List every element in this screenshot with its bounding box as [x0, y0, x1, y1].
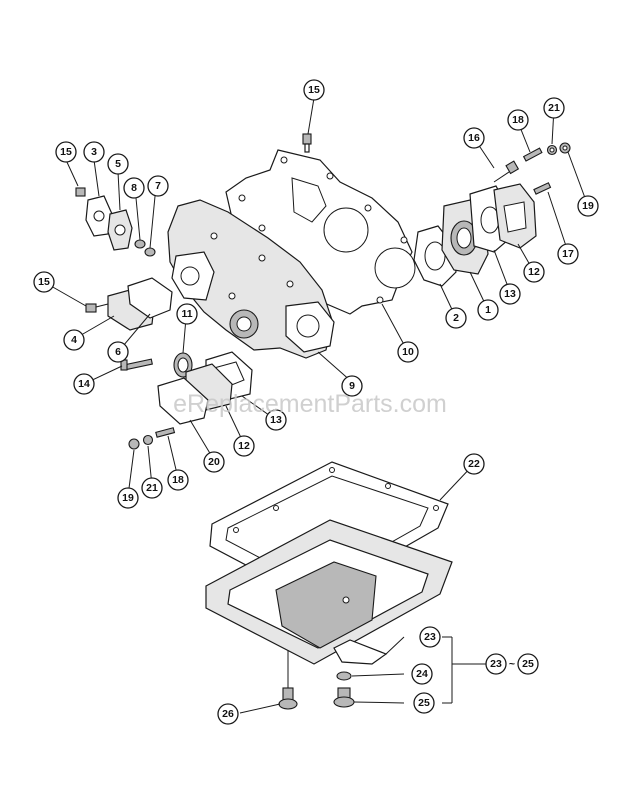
bolt-15-left — [85, 303, 109, 313]
callout-label: 7 — [155, 180, 161, 192]
callout-label: 25 — [522, 658, 534, 670]
callout-label: 15 — [38, 276, 50, 288]
washer-24 — [336, 671, 352, 681]
callout-12-left: 12 — [233, 435, 255, 457]
callout-label: 12 — [528, 266, 540, 278]
callout-10: 10 — [397, 341, 419, 363]
callout-16: 16 — [463, 127, 485, 149]
callout-label: 19 — [582, 200, 594, 212]
callout-range-23-25: 23 ~ 25 — [485, 653, 539, 675]
callout-20: 20 — [203, 451, 225, 473]
callout-13-right: 13 — [499, 283, 521, 305]
callout-label: 11 — [181, 308, 192, 320]
callout-17: 17 — [557, 243, 579, 265]
callout-label: 12 — [238, 440, 250, 452]
callout-8: 8 — [123, 177, 145, 199]
callout-11: 11 — [176, 303, 198, 325]
callout-label: 15 — [60, 146, 72, 158]
callout-label: 16 — [468, 132, 480, 144]
callout-25: 25 — [413, 692, 435, 714]
callout-7: 7 — [147, 175, 169, 197]
callout-label: 18 — [512, 114, 524, 126]
callout-label: 23 — [490, 658, 502, 670]
bolt-16 — [493, 160, 520, 183]
callout-label: 3 — [91, 146, 97, 158]
callout-15-left: 15 — [33, 271, 55, 293]
gasket-6 — [127, 277, 173, 319]
callout-21-left: 21 — [141, 477, 163, 499]
gear-case-housing — [167, 199, 335, 359]
callout-4: 4 — [63, 329, 85, 351]
callout-19-left: 19 — [117, 487, 139, 509]
callout-label: 19 — [122, 492, 134, 504]
callout-24: 24 — [411, 663, 433, 685]
callout-label: 9 — [349, 380, 355, 392]
fasteners-lower-left — [128, 427, 176, 450]
callout-label: 20 — [208, 456, 220, 468]
callout-label: 8 — [131, 182, 137, 194]
nut-21-right — [546, 144, 558, 156]
callout-label: 23 — [424, 631, 436, 643]
callout-22: 22 — [463, 453, 485, 475]
callout-15-left-top: 15 — [55, 141, 77, 163]
callout-18-right: 18 — [507, 109, 529, 131]
callout-label: 1 — [485, 304, 491, 316]
callout-12-right: 12 — [523, 261, 545, 283]
callout-5: 5 — [107, 153, 129, 175]
callout-label: 22 — [468, 458, 480, 470]
callout-13-left: 13 — [265, 409, 287, 431]
callout-19-right: 19 — [577, 195, 599, 217]
callout-label: 6 — [115, 346, 121, 358]
callout-label: 4 — [71, 334, 77, 346]
callout-label: 15 — [308, 84, 320, 96]
callout-3: 3 — [83, 141, 105, 163]
callout-6: 6 — [107, 341, 129, 363]
callout-label: 25 — [418, 697, 430, 709]
oil-pan — [205, 519, 453, 665]
callout-23: 23 — [419, 626, 441, 648]
callout-label: 14 — [78, 378, 90, 390]
cover-5 — [107, 209, 133, 251]
bolt-15-top — [302, 133, 312, 153]
cover-20 — [157, 377, 209, 425]
callout-18-left: 18 — [167, 469, 189, 491]
stud-18-right — [522, 147, 543, 162]
cover-12-right — [493, 183, 537, 249]
gear-case-gasket — [225, 149, 416, 315]
callout-label: 21 — [548, 102, 560, 114]
stud-17 — [533, 182, 552, 195]
callout-26: 26 — [217, 703, 239, 725]
range-separator: ~ — [509, 658, 515, 670]
bolt-15-topleft — [75, 187, 86, 197]
callout-21-right: 21 — [543, 97, 565, 119]
callout-label: 24 — [416, 668, 428, 680]
callout-label: 2 — [453, 312, 459, 324]
callout-15-top: 15 — [303, 79, 325, 101]
callout-label: 26 — [222, 708, 234, 720]
callout-label: 13 — [504, 288, 516, 300]
bolt-14 — [120, 358, 153, 371]
callout-label: 18 — [172, 474, 184, 486]
gasket-3 — [85, 195, 113, 237]
callout-9: 9 — [341, 375, 363, 397]
callout-label: 17 — [562, 248, 574, 260]
callout-label: 13 — [270, 414, 282, 426]
drain-plug-25 — [333, 687, 355, 708]
callout-label: 10 — [402, 346, 414, 358]
callout-label: 21 — [146, 482, 158, 494]
plug-8 — [134, 239, 146, 249]
callout-2: 2 — [445, 307, 467, 329]
plug-26 — [278, 687, 298, 710]
callout-1: 1 — [477, 299, 499, 321]
callout-14: 14 — [73, 373, 95, 395]
watermark-text: eReplacementParts.com — [173, 390, 447, 418]
nut-19-right — [559, 142, 571, 154]
plug-7 — [144, 247, 156, 257]
callout-label: 5 — [115, 158, 121, 170]
